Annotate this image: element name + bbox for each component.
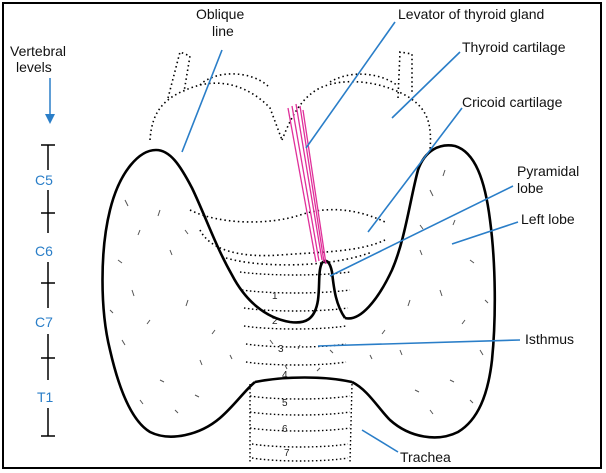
level-c5: C5 (35, 172, 53, 188)
label-thyroid-cartilage: Thyroid cartilage (462, 39, 566, 55)
level-c6: C6 (35, 243, 53, 259)
ring-number-5: 5 (282, 398, 288, 409)
thyroid-gland (103, 145, 495, 437)
thyroid-cartilage (150, 52, 430, 265)
leader-thyroid-cartilage (392, 52, 460, 118)
leader-trachea (362, 430, 398, 452)
leader-left-lobe (452, 222, 518, 244)
label-left-lobe: Left lobe (521, 211, 575, 227)
ring-number-1: 1 (272, 291, 278, 302)
label-pyramidal-2: lobe (517, 180, 544, 196)
label-pyramidal-1: Pyramidal (517, 163, 579, 179)
leader-pyramidal-lobe (330, 186, 513, 276)
label-oblique-line-1: Oblique (196, 6, 244, 22)
label-oblique-line-2: line (212, 23, 234, 39)
labels: Oblique line Levator of thyroid gland Th… (196, 6, 579, 465)
label-isthmus: Isthmus (525, 331, 574, 347)
label-levator: Levator of thyroid gland (398, 6, 544, 22)
leader-lines (182, 22, 520, 452)
vertebral-title-line1: Vertebral (10, 43, 66, 59)
trachea-rings (240, 272, 352, 462)
vertebral-scale: Vertebral levels C5 C6 C7 T1 (10, 43, 66, 436)
ring-number-6: 6 (282, 424, 288, 435)
leader-isthmus (318, 340, 520, 346)
level-t1: T1 (37, 389, 54, 405)
ring-number-7: 7 (284, 448, 290, 459)
leader-levator (306, 22, 395, 148)
vertebral-arrow-head (45, 114, 55, 124)
label-trachea: Trachea (400, 449, 451, 465)
level-c7: C7 (35, 314, 53, 330)
vertebral-title-line2: levels (16, 59, 52, 75)
label-cricoid-cartilage: Cricoid cartilage (462, 94, 563, 110)
leader-cricoid-cartilage (368, 108, 462, 232)
ring-number-3: 3 (278, 344, 284, 355)
